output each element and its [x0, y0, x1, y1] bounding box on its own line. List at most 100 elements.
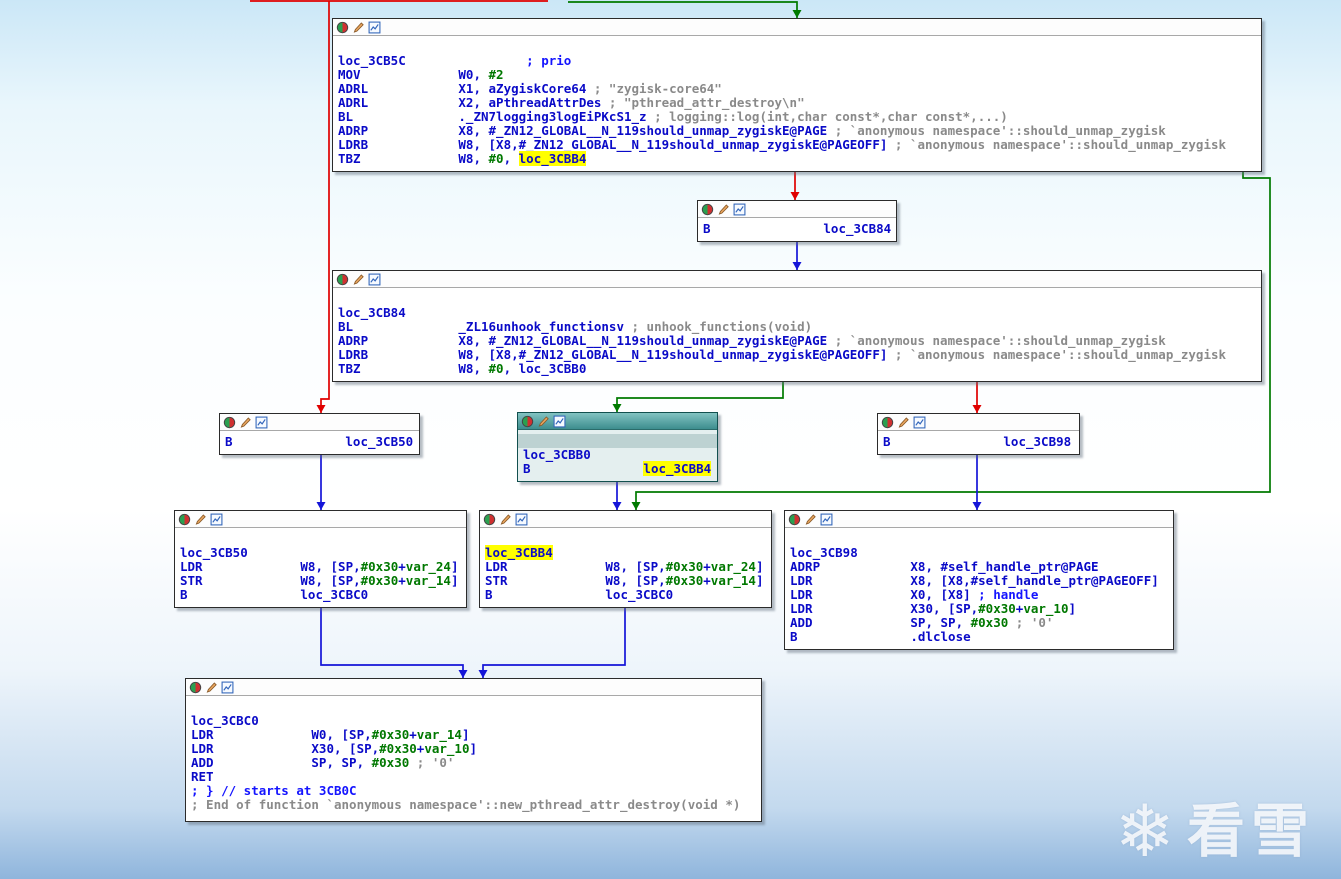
edit-node-icon[interactable]: [239, 416, 252, 429]
asm-line[interactable]: B loc_3CBC0: [175, 588, 466, 602]
asm-token-pln: +: [398, 559, 406, 574]
asm-line[interactable]: loc_3CBB4: [480, 545, 771, 560]
asm-line[interactable]: loc_3CB98: [785, 546, 1173, 560]
asm-token-cmt: ; End of function `anonymous namespace':…: [191, 797, 741, 812]
asm-line[interactable]: ADD SP, SP, #0x30 ; '0': [186, 756, 761, 770]
asm-token-num: var_14: [416, 727, 462, 742]
open-subgraph-icon[interactable]: [255, 416, 268, 429]
asm-line[interactable]: B .dlclose: [785, 630, 1173, 644]
asm-line[interactable]: [175, 532, 466, 546]
asm-line[interactable]: BL _ZL16unhook_functionsv ; unhook_funct…: [333, 320, 1261, 334]
asm-line[interactable]: LDR X0, [X8] ; handle: [785, 588, 1173, 602]
asm-line[interactable]: B loc_3CB50: [220, 435, 419, 449]
asm-line[interactable]: B loc_3CBB4: [518, 461, 717, 476]
node-color-icon[interactable]: [189, 681, 202, 694]
asm-token-cmt: ; `anonymous namespace'::should_unmap_zy…: [887, 137, 1227, 152]
asm-token-cmt: ; logging::log(int,char const*,char cons…: [646, 109, 1008, 124]
asm-line[interactable]: BL ._ZN7logging3logEiPKcS1_z ; logging::…: [333, 110, 1261, 124]
open-subgraph-icon[interactable]: [913, 416, 926, 429]
asm-line[interactable]: loc_3CBC0: [186, 714, 761, 728]
edit-node-icon[interactable]: [194, 513, 207, 526]
node-color-icon[interactable]: [336, 21, 349, 34]
asm-token-pln: ADRP X8, #_ZN12_GLOBAL__N_119should_unma…: [338, 123, 828, 138]
asm-line[interactable]: ; } // starts at 3CB0C: [186, 784, 761, 798]
node-color-icon[interactable]: [788, 513, 801, 526]
node-color-icon[interactable]: [701, 203, 714, 216]
asm-line[interactable]: ADRP X8, #_ZN12_GLOBAL__N_119should_unma…: [333, 124, 1261, 138]
edit-node-icon[interactable]: [537, 415, 550, 428]
asm-line[interactable]: ADD SP, SP, #0x30 ; '0': [785, 616, 1173, 630]
asm-line[interactable]: loc_3CB84: [333, 306, 1261, 320]
edit-node-icon[interactable]: [897, 416, 910, 429]
asm-line[interactable]: [333, 292, 1261, 306]
asm-line[interactable]: STR W8, [SP,#0x30+var_14]: [175, 574, 466, 588]
asm-line[interactable]: loc_3CB50: [175, 546, 466, 560]
graph-node-jmp-loc_3CB84[interactable]: B loc_3CB84: [697, 200, 897, 242]
asm-line[interactable]: RET: [186, 770, 761, 784]
asm-line[interactable]: [333, 40, 1261, 54]
edit-node-icon[interactable]: [804, 513, 817, 526]
open-subgraph-icon[interactable]: [368, 21, 381, 34]
asm-line[interactable]: B loc_3CBC0: [480, 588, 771, 602]
node-color-icon[interactable]: [178, 513, 191, 526]
node-color-icon[interactable]: [521, 415, 534, 428]
open-subgraph-icon[interactable]: [820, 513, 833, 526]
asm-line[interactable]: LDRB W8, [X8,#_ZN12_GLOBAL__N_119should_…: [333, 348, 1261, 362]
open-subgraph-icon[interactable]: [221, 681, 234, 694]
node-color-icon[interactable]: [223, 416, 236, 429]
asm-line[interactable]: ADRL X1, aZygiskCore64 ; "zygisk-core64": [333, 82, 1261, 96]
edit-node-icon[interactable]: [499, 513, 512, 526]
asm-line[interactable]: LDR X30, [SP,#0x30+var_10]: [785, 602, 1173, 616]
asm-token-pln: ]: [450, 573, 459, 588]
open-subgraph-icon[interactable]: [553, 415, 566, 428]
asm-line[interactable]: LDR W8, [SP,#0x30+var_24]: [175, 560, 466, 574]
asm-line[interactable]: TBZ W8, #0, loc_3CBB4: [333, 151, 1261, 166]
asm-line[interactable]: ; End of function `anonymous namespace':…: [186, 798, 761, 812]
asm-line[interactable]: ADRP X8, #self_handle_ptr@PAGE: [785, 560, 1173, 574]
graph-node-jmp-loc_3CB50[interactable]: B loc_3CB50: [219, 413, 420, 455]
asm-line[interactable]: ADRL X2, aPthreadAttrDes ; "pthread_attr…: [333, 96, 1261, 110]
asm-line[interactable]: [480, 532, 771, 546]
asm-line[interactable]: LDR W8, [SP,#0x30+var_24]: [480, 560, 771, 574]
node-color-icon[interactable]: [881, 416, 894, 429]
open-subgraph-icon[interactable]: [733, 203, 746, 216]
edit-node-icon[interactable]: [352, 273, 365, 286]
asm-line[interactable]: loc_3CBB0: [518, 448, 717, 462]
node-color-icon[interactable]: [483, 513, 496, 526]
asm-line[interactable]: B loc_3CB98: [878, 435, 1079, 449]
asm-line[interactable]: TBZ W8, #0, loc_3CBB0: [333, 362, 1261, 376]
asm-line[interactable]: ADRP X8, #_ZN12_GLOBAL__N_119should_unma…: [333, 334, 1261, 348]
asm-token-num: #0x30: [665, 559, 704, 574]
asm-line[interactable]: [186, 700, 761, 714]
open-subgraph-icon[interactable]: [368, 273, 381, 286]
asm-line[interactable]: LDRB W8, [X8,#_ZN12_GLOBAL__N_119should_…: [333, 138, 1261, 152]
asm-line[interactable]: MOV W0, #2: [333, 68, 1261, 82]
edit-node-icon[interactable]: [205, 681, 218, 694]
asm-line[interactable]: LDR X8, [X8,#self_handle_ptr@PAGEOFF]: [785, 574, 1173, 588]
asm-line[interactable]: LDR X30, [SP,#0x30+var_10]: [186, 742, 761, 756]
asm-line[interactable]: [785, 532, 1173, 546]
asm-token-num: var_24: [405, 559, 451, 574]
asm-token-pln: LDR X0, [X8]: [790, 587, 971, 602]
asm-line[interactable]: B loc_3CB84: [698, 222, 896, 236]
asm-token-pln: LDR W0, [SP,: [191, 727, 372, 742]
graph-node-jmp-loc_3CB98[interactable]: B loc_3CB98: [877, 413, 1080, 455]
open-subgraph-icon[interactable]: [210, 513, 223, 526]
asm-line[interactable]: [518, 434, 717, 448]
asm-line[interactable]: STR W8, [SP,#0x30+var_14]: [480, 574, 771, 588]
edit-node-icon[interactable]: [717, 203, 730, 216]
edit-node-icon[interactable]: [352, 21, 365, 34]
node-color-icon[interactable]: [336, 273, 349, 286]
open-subgraph-icon[interactable]: [515, 513, 528, 526]
asm-line[interactable]: LDR W0, [SP,#0x30+var_14]: [186, 728, 761, 742]
asm-line[interactable]: loc_3CB5C ; prio: [333, 54, 1261, 68]
asm-token-pln: B loc_3CB50: [225, 434, 414, 449]
